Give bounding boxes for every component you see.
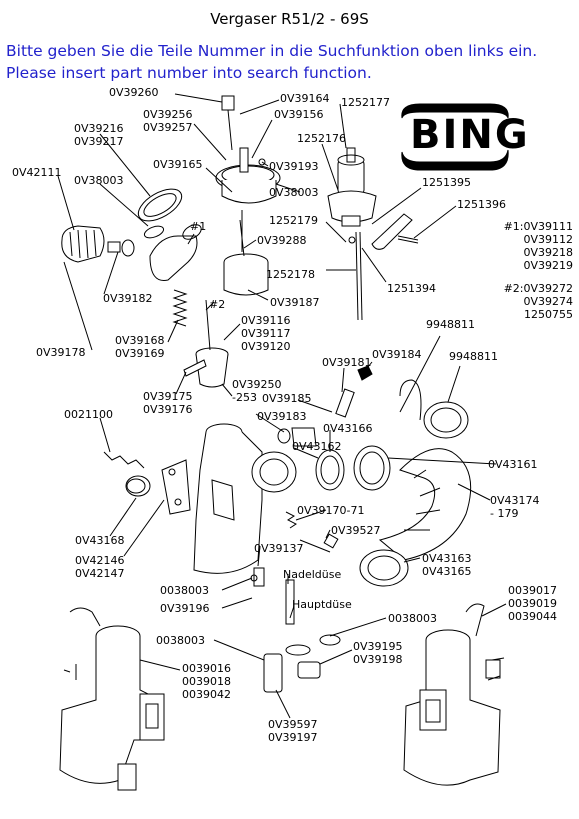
label-0v43163-0v43165: 0V43163 0V43165 bbox=[422, 552, 472, 578]
float-lever bbox=[371, 213, 419, 250]
label-0v38003-top: 0V38003 bbox=[74, 174, 124, 187]
label-0v39181: 0V39181 bbox=[322, 356, 372, 369]
label-1252177: 1252177 bbox=[341, 96, 390, 109]
label-1251395: 1251395 bbox=[422, 176, 471, 189]
label-0v39170-71: 0V39170-71 bbox=[297, 504, 365, 517]
label-nadelduese: Nadeldüse bbox=[283, 568, 342, 581]
label-0v38003-mid: 0V38003 bbox=[269, 186, 319, 199]
label-1251394: 1251394 bbox=[387, 282, 436, 295]
label-0v39165: 0V39165 bbox=[153, 158, 203, 171]
label-0v43174-179: 0V43174 - 179 bbox=[490, 494, 540, 520]
label-0v42146-0v42147: 0V42146 0V42147 bbox=[75, 554, 125, 580]
jets bbox=[250, 567, 341, 693]
label-0v39193: 0V39193 bbox=[269, 160, 319, 173]
label-0038003-right: 0038003 bbox=[388, 612, 437, 625]
centre-small-parts bbox=[277, 365, 373, 553]
label-0v39185: 0V39185 bbox=[262, 392, 312, 405]
label-0v43161: 0V43161 bbox=[488, 458, 538, 471]
instruction-german: Bitte geben Sie die Teile Nummer in die … bbox=[6, 42, 538, 60]
label-0v39288: 0V39288 bbox=[257, 234, 307, 247]
float-chamber-cover bbox=[215, 95, 281, 252]
label-0v39137: 0V39137 bbox=[254, 542, 304, 555]
throttle-slide bbox=[223, 219, 269, 296]
label-0v39216-0v39217: 0V39216 0V39217 bbox=[74, 122, 124, 148]
assembled-carburettor-left bbox=[59, 607, 165, 791]
label-hauptduese: Hauptdüse bbox=[292, 598, 352, 611]
needle-slide bbox=[183, 299, 229, 388]
label-group-2: #2:0V39272 0V39274 1250755 bbox=[503, 282, 573, 321]
float-chamber bbox=[327, 147, 377, 321]
instruction-english: Please insert part number into search fu… bbox=[6, 64, 372, 82]
label-0v39597-0v39197: 0V39597 0V39197 bbox=[268, 718, 318, 744]
leader-lines bbox=[57, 93, 507, 719]
label-0v39168-0v39169: 0V39168 0V39169 bbox=[115, 334, 165, 360]
label-note-2: #2 bbox=[209, 298, 226, 311]
label-1252179: 1252179 bbox=[269, 214, 318, 227]
bing-logo-brand: BING bbox=[410, 112, 530, 158]
label-0v39250-253: 0V39250 -253 bbox=[232, 378, 282, 404]
label-group-1: #1:0V39111 0V39112 0V39218 0V39219 bbox=[503, 220, 573, 272]
label-0v39187: 0V39187 bbox=[270, 296, 320, 309]
label-0v39182: 0V39182 bbox=[103, 292, 153, 305]
label-0v39184: 0V39184 bbox=[372, 348, 422, 361]
label-9948811-upper: 9948811 bbox=[426, 318, 475, 331]
bing-logo bbox=[401, 103, 509, 171]
label-0v39164: 0V39164 bbox=[280, 92, 330, 105]
label-1252178: 1252178 bbox=[266, 268, 315, 281]
label-0v43166: 0V43166 bbox=[323, 422, 373, 435]
intake-hose bbox=[359, 379, 472, 587]
label-0v43162: 0V43162 bbox=[292, 440, 342, 453]
sealing-rings bbox=[125, 401, 469, 497]
label-0038003-lower: 0038003 bbox=[156, 634, 205, 647]
label-0v39116-17-20: 0V39116 0V39117 0V39120 bbox=[241, 314, 291, 353]
label-0v39256-0v39257: 0V39256 0V39257 bbox=[143, 108, 193, 134]
label-1252176: 1252176 bbox=[297, 132, 346, 145]
label-0v39175-0v39176: 0V39175 0V39176 bbox=[143, 390, 193, 416]
label-0v39156: 0V39156 bbox=[274, 108, 324, 121]
label-0v39195-0v39198: 0V39195 0V39198 bbox=[353, 640, 403, 666]
label-0038003-left: 0038003 bbox=[160, 584, 209, 597]
label-0v39196: 0V39196 bbox=[160, 602, 210, 615]
label-0v43168: 0V43168 bbox=[75, 534, 125, 547]
label-note-1: #1 bbox=[190, 220, 207, 233]
springs bbox=[103, 289, 297, 529]
label-9948811-lower: 9948811 bbox=[449, 350, 498, 363]
bing-logo-sub: VERGASER bbox=[430, 162, 492, 172]
label-0v39183: 0V39183 bbox=[257, 410, 307, 423]
label-1251396: 1251396 bbox=[457, 198, 506, 211]
label-0v39527: 0V39527 bbox=[331, 524, 381, 537]
label-0v39178: 0V39178 bbox=[36, 346, 86, 359]
page-title: Vergaser R51/2 - 69S bbox=[210, 10, 369, 28]
filter-ring bbox=[137, 188, 183, 239]
assembled-carburettor-right bbox=[403, 603, 505, 786]
carburettor-body bbox=[161, 423, 297, 574]
label-0v42111: 0V42111 bbox=[12, 166, 62, 179]
label-0039017-19-44: 0039017 0039019 0039044 bbox=[508, 584, 557, 623]
label-0v39260: 0V39260 bbox=[109, 86, 159, 99]
label-0039016-18-42: 0039016 0039018 0039042 bbox=[182, 662, 231, 701]
inlet-assembly bbox=[61, 224, 202, 281]
label-0021100: 0021100 bbox=[64, 408, 113, 421]
